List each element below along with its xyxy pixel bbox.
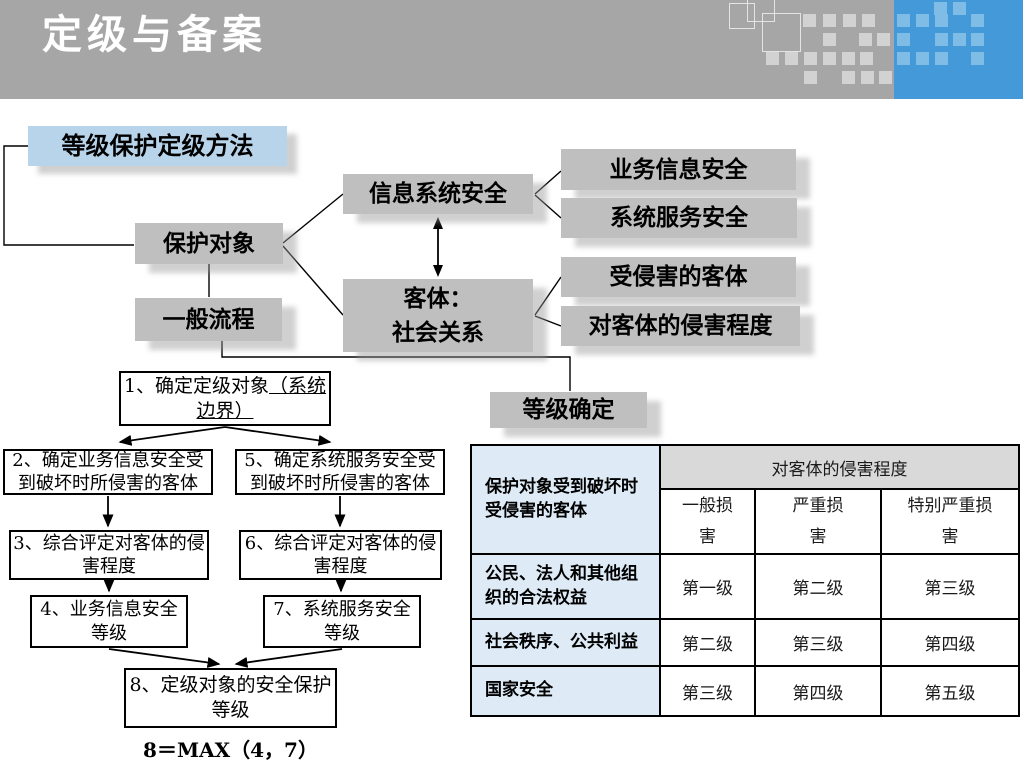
pattern-square [971,33,984,46]
pattern-square [842,52,855,65]
connector-fan-up [282,193,344,244]
node-object-line2: 社会关系 [392,318,484,346]
grading-table: 保护对象受到破坏时受侵害的客体 对客体的侵害程度 一般损 害 严重损 害 特别严… [470,444,1020,717]
table-col-header: 严重损 害 [754,488,880,553]
table-cell: 第五级 [880,665,1018,715]
node-harmed-object: 受侵害的客体 [561,257,796,297]
slide-header: 定级与备案 [0,0,1023,99]
pattern-square [861,71,874,84]
node-grade-determine: 等级确定 [490,392,647,428]
step-4: 4、业务信息安全等级 [30,595,188,648]
step-5: 5、确定系统服务安全受到破坏时所侵害的客体 [235,449,445,495]
pattern-square [897,52,910,65]
step-6: 6、综合评定对客体的侵害程度 [239,530,442,580]
table-col-header: 特别严重损 害 [880,488,1018,553]
table-cell: 第三级 [880,553,1018,618]
pattern-square [916,52,929,65]
pattern-square [803,14,816,27]
pattern-square [842,71,855,84]
max-formula: 8＝MAX（4，7） [143,738,318,762]
header-blue-panel [894,0,1023,99]
connector-fan-down [282,245,344,316]
pattern-square [935,33,948,46]
pattern-square [916,14,929,27]
step-7: 7、系统服务安全等级 [263,595,421,648]
pattern-square [953,2,966,15]
pattern-square [862,14,875,27]
pattern-square [971,14,984,27]
pattern-outline-square [747,0,775,22]
pattern-square [877,33,890,46]
pattern-square [935,14,948,27]
pattern-square [823,33,836,46]
table-row-label: 国家安全 [472,665,659,715]
node-general-flow: 一般流程 [135,298,282,341]
pattern-square [804,52,817,65]
step-3: 3、综合评定对客体的侵害程度 [9,530,209,580]
node-harm-degree: 对客体的侵害程度 [561,306,800,346]
table-cell: 第一级 [659,553,754,618]
pattern-square [823,52,836,65]
pattern-square [879,71,892,84]
table-cell: 第二级 [659,618,754,665]
node-object: 客体： 社会关系 [343,279,533,352]
table-cell: 第三级 [754,618,880,665]
pattern-square [843,14,856,27]
table-top-header: 对客体的侵害程度 [659,446,1018,488]
node-info-system-security: 信息系统安全 [343,174,533,214]
step-1-text: 1、确定定级对象 [123,374,270,397]
pattern-outline-square [762,13,801,52]
pattern-square [934,2,947,15]
pattern-square [953,33,966,46]
pattern-square [785,52,798,65]
pattern-outline-square [729,3,755,29]
step-1: 1、确定定级对象（系统边界） [119,371,331,426]
pattern-square [859,33,872,46]
node-protect-object: 保护对象 [135,223,283,264]
step-8: 8、定级对象的安全保护等级 [124,668,337,728]
pattern-square [971,52,984,65]
table-row-label: 社会秩序、公共利益 [472,618,659,665]
step-1-underlined: （系统边界） [196,374,327,422]
table-cell: 第二级 [754,553,880,618]
pattern-square [935,52,948,65]
pattern-square [860,52,873,65]
table-col-header: 一般损 害 [659,488,754,553]
node-system-service-security: 系统服务安全 [561,198,797,238]
pattern-square [804,71,817,84]
table-cell: 第四级 [754,665,880,715]
node-object-line1: 客体： [403,285,473,313]
pattern-square [897,33,910,46]
pattern-square [823,14,836,27]
pattern-square [766,52,779,65]
page-title: 定级与备案 [42,12,267,58]
method-box: 等级保护定级方法 [28,126,287,166]
table-row-label: 公民、法人和其他组织的合法权益 [472,553,659,618]
table-cell: 第四级 [880,618,1018,665]
double-arrow [433,217,443,277]
table-corner-header: 保护对象受到破坏时受侵害的客体 [472,446,659,553]
table-cell: 第三级 [659,665,754,715]
pattern-square [897,14,910,27]
node-business-info-security: 业务信息安全 [561,149,796,190]
step-2: 2、确定业务信息安全受到破坏时所侵害的客体 [3,449,213,495]
